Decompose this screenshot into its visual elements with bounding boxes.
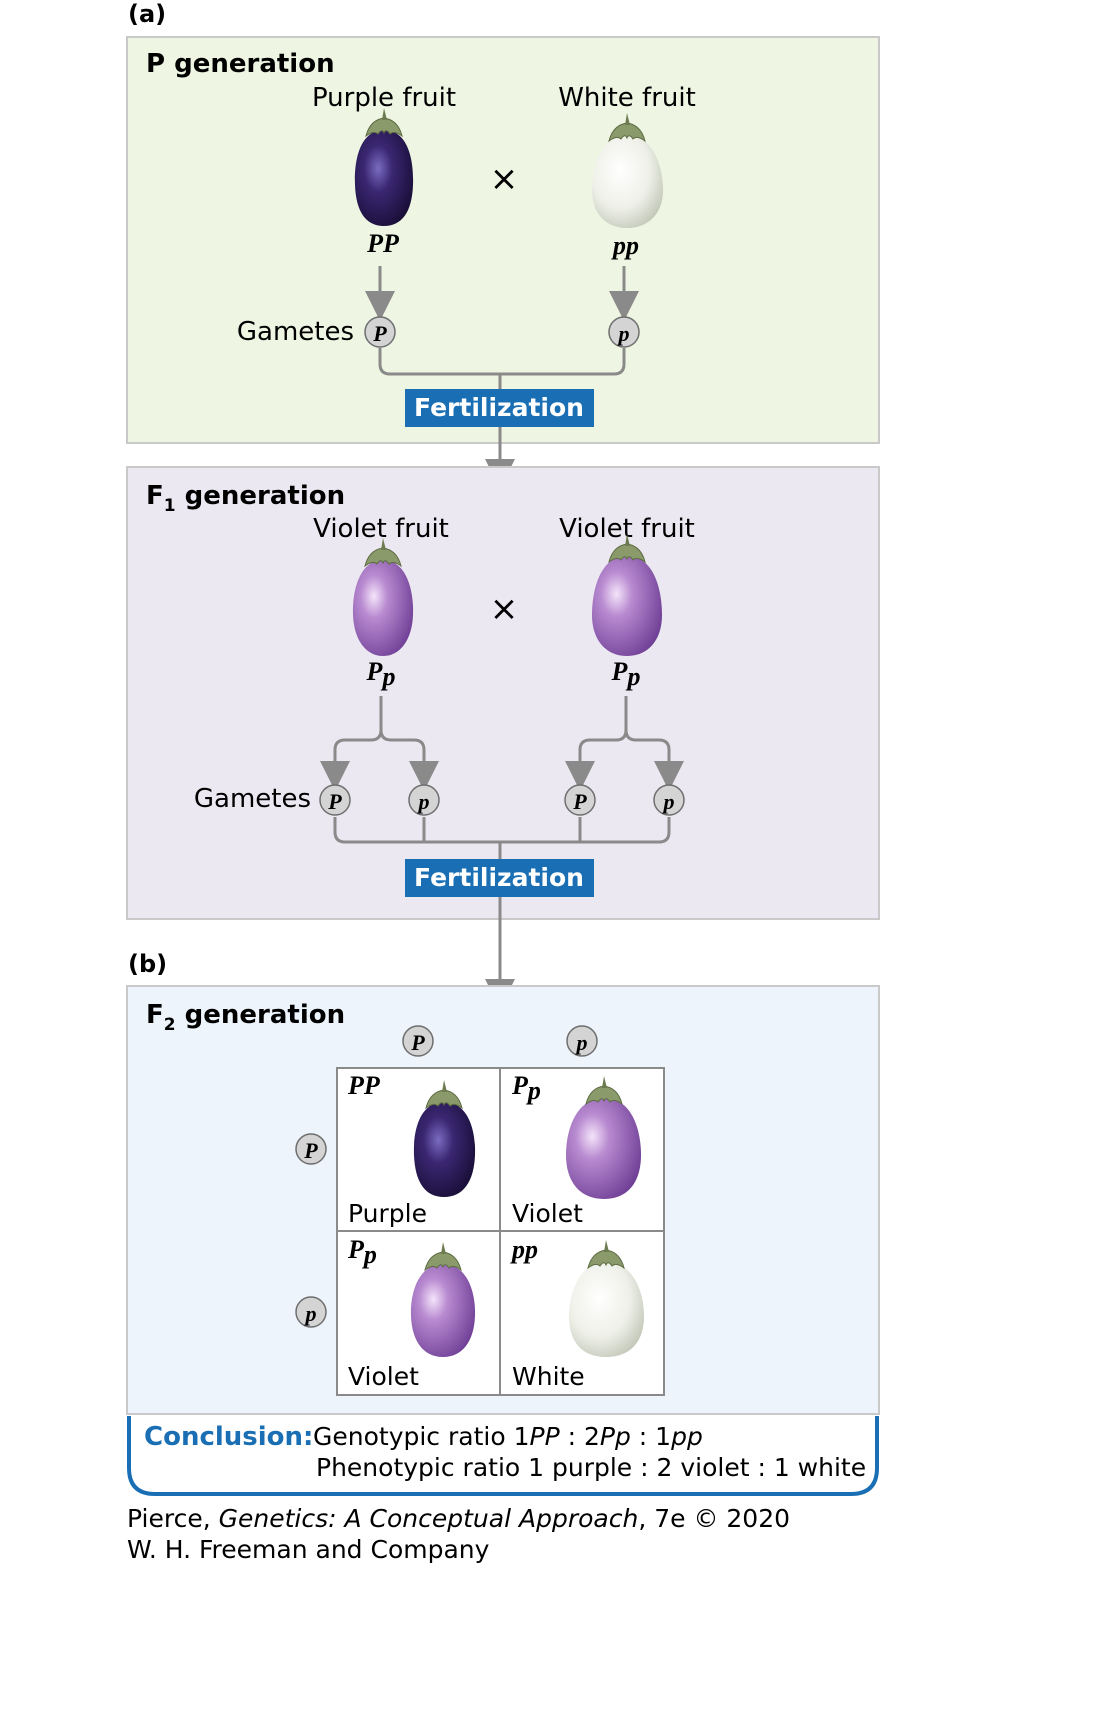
p-generation-background — [126, 36, 880, 444]
cell-genotype: PP — [347, 1071, 381, 1100]
gamete-label: P — [327, 789, 342, 814]
split-arrow-right-b — [624, 729, 684, 791]
cell-genotype: Pp — [347, 1235, 377, 1269]
f2-generation-title: F2 generation — [146, 1000, 345, 1035]
punnett-cell-pp-white: pp White — [510, 1235, 644, 1391]
gamete-label: p — [617, 321, 630, 346]
cross-symbol: × — [490, 159, 519, 199]
gamete-label: p — [304, 1301, 317, 1326]
p-generation-title: P generation — [146, 49, 335, 79]
cross-symbol: × — [490, 589, 519, 629]
punnett-cell-pp-violet-2: Pp Violet — [347, 1235, 476, 1391]
punnett-square: PP Purple Pp Violet — [336, 1067, 665, 1396]
purple-eggplant-icon — [354, 107, 414, 226]
fertilization-bracket — [378, 348, 626, 376]
f1-gamete-3: P — [564, 784, 596, 816]
punnett-cell-pp-purple: PP Purple — [347, 1071, 476, 1228]
white-eggplant-icon — [569, 1239, 644, 1357]
cell-phenotype: White — [512, 1362, 585, 1391]
gametes-label: Gametes — [194, 784, 311, 814]
conclusion-box: Conclusion: Genotypic ratio 1PP : 2Pp : … — [127, 1416, 879, 1496]
row-gamete-1: P — [295, 1133, 327, 1165]
punnett-cell-pp-violet-1: Pp Violet — [511, 1071, 641, 1228]
gamete-label: p — [417, 789, 430, 814]
cell-phenotype: Violet — [348, 1362, 419, 1391]
col-gamete-2: p — [566, 1025, 598, 1057]
gamete-label: P — [372, 321, 387, 346]
cell-phenotype: Violet — [512, 1199, 583, 1228]
f1-generation-background — [126, 466, 880, 920]
gamete-label: P — [410, 1030, 425, 1055]
fertilization-box — [405, 859, 594, 897]
split-arrow-left-b — [379, 729, 439, 791]
cell-genotype: Pp — [511, 1071, 541, 1105]
f1-gamete-4: p — [653, 784, 685, 816]
gamete-label: P — [572, 789, 587, 814]
credit-line-2: W. H. Freeman and Company — [127, 1535, 490, 1564]
cell-phenotype: Purple — [348, 1199, 427, 1228]
genotypic-ratio: Genotypic ratio 1PP : 2Pp : 1pp — [313, 1422, 703, 1451]
violet-fruit-label-left: Violet fruit — [313, 514, 449, 544]
gamete-dominant: P — [364, 316, 396, 348]
f1-gamete-1: P — [319, 784, 351, 816]
violet-eggplant-icon-right — [592, 533, 662, 656]
violet-eggplant-icon — [566, 1075, 641, 1199]
purple-eggplant-icon — [413, 1079, 476, 1197]
p-generation-panel: P generation Purple fruit White fruit × … — [126, 36, 880, 444]
fertilization-box — [405, 389, 594, 427]
col-gamete-1: P — [402, 1025, 434, 1057]
gamete-label: p — [662, 789, 675, 814]
violet-eggplant-icon — [410, 1241, 476, 1357]
f1-fertilization-bracket — [333, 817, 671, 844]
pp-dominant-genotype: PP — [366, 229, 400, 258]
fertilization-label: Fertilization — [414, 863, 584, 892]
pp-hetero-genotype-left: Pp — [366, 657, 396, 691]
conclusion-label: Conclusion: — [144, 1422, 313, 1452]
credit-line-1: Pierce, Genetics: A Conceptual Approach,… — [127, 1504, 790, 1533]
gamete-label: p — [575, 1030, 588, 1055]
conclusion-border — [127, 1416, 879, 1496]
panel-b-label: (b) — [128, 950, 167, 978]
f2-generation-panel: F2 generation P p P p PP — [126, 985, 880, 1415]
f1-generation-title: F1 generation — [146, 481, 345, 516]
panel-a-label: (a) — [128, 0, 166, 28]
row-gamete-2: p — [295, 1296, 327, 1328]
gametes-label: Gametes — [237, 317, 354, 347]
cell-genotype: pp — [510, 1235, 538, 1264]
gamete-label: P — [303, 1138, 318, 1163]
white-eggplant-icon — [592, 112, 663, 228]
fertilization-label: Fertilization — [414, 393, 584, 422]
gamete-recessive: p — [608, 316, 640, 348]
f1-generation-panel: F1 generation Violet fruit Violet fruit … — [126, 466, 880, 920]
white-fruit-label: White fruit — [558, 83, 696, 113]
violet-eggplant-icon-left — [352, 537, 414, 656]
f1-gamete-2: p — [408, 784, 440, 816]
pp-hetero-genotype-right: Pp — [611, 657, 641, 691]
phenotypic-ratio: Phenotypic ratio 1 purple : 2 violet : 1… — [316, 1453, 866, 1482]
pp-recessive-genotype: pp — [611, 231, 639, 260]
